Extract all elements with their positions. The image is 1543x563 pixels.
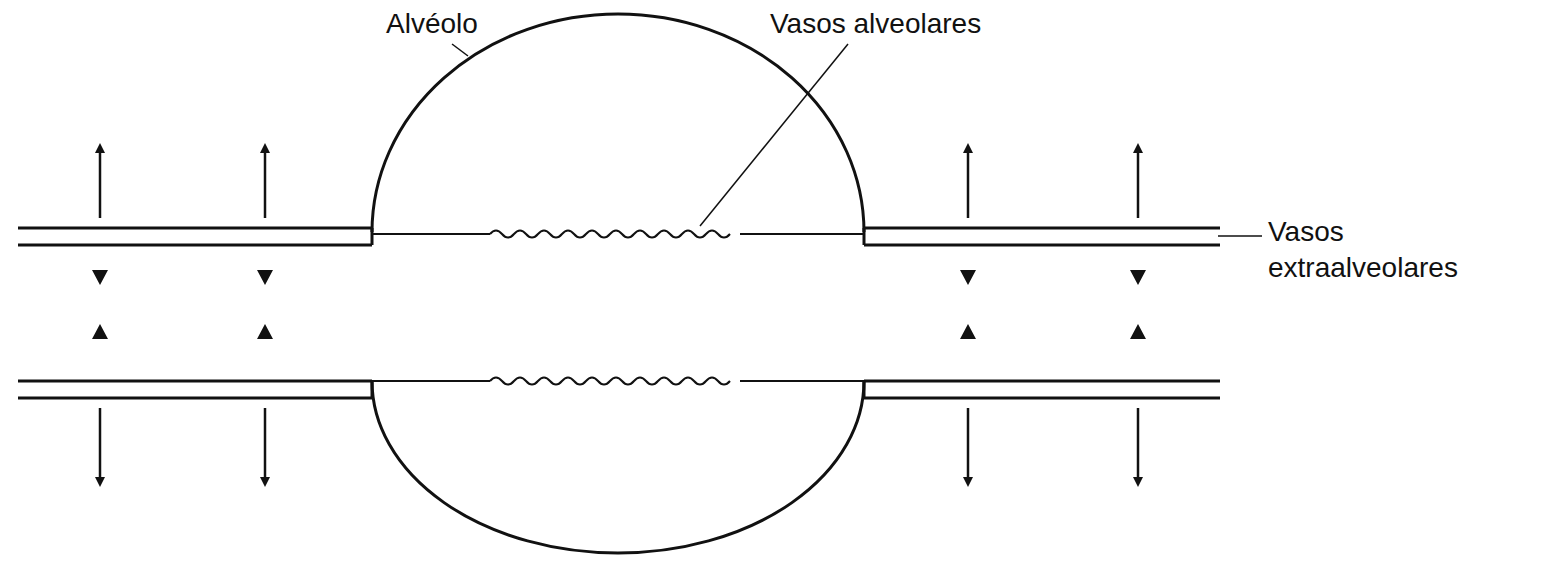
force-arrows: [100, 148, 1138, 482]
alveolus-outline: [372, 14, 864, 553]
alveolus-label: Alvéolo: [386, 6, 478, 42]
capillary-wave: [490, 231, 730, 238]
leader-lines: [452, 44, 1262, 236]
extraalveolar-vessels: [18, 228, 1220, 398]
small-arrowheads: [92, 270, 1146, 339]
alveolar-vessels-label: Vasos alveolares: [770, 6, 981, 42]
wavy-capillaries: [490, 231, 730, 385]
alveolar-vessels: [372, 234, 864, 381]
extraalveolar-vessels-label: Vasos extraalveolares: [1268, 214, 1530, 286]
capillary-wave: [490, 378, 730, 385]
